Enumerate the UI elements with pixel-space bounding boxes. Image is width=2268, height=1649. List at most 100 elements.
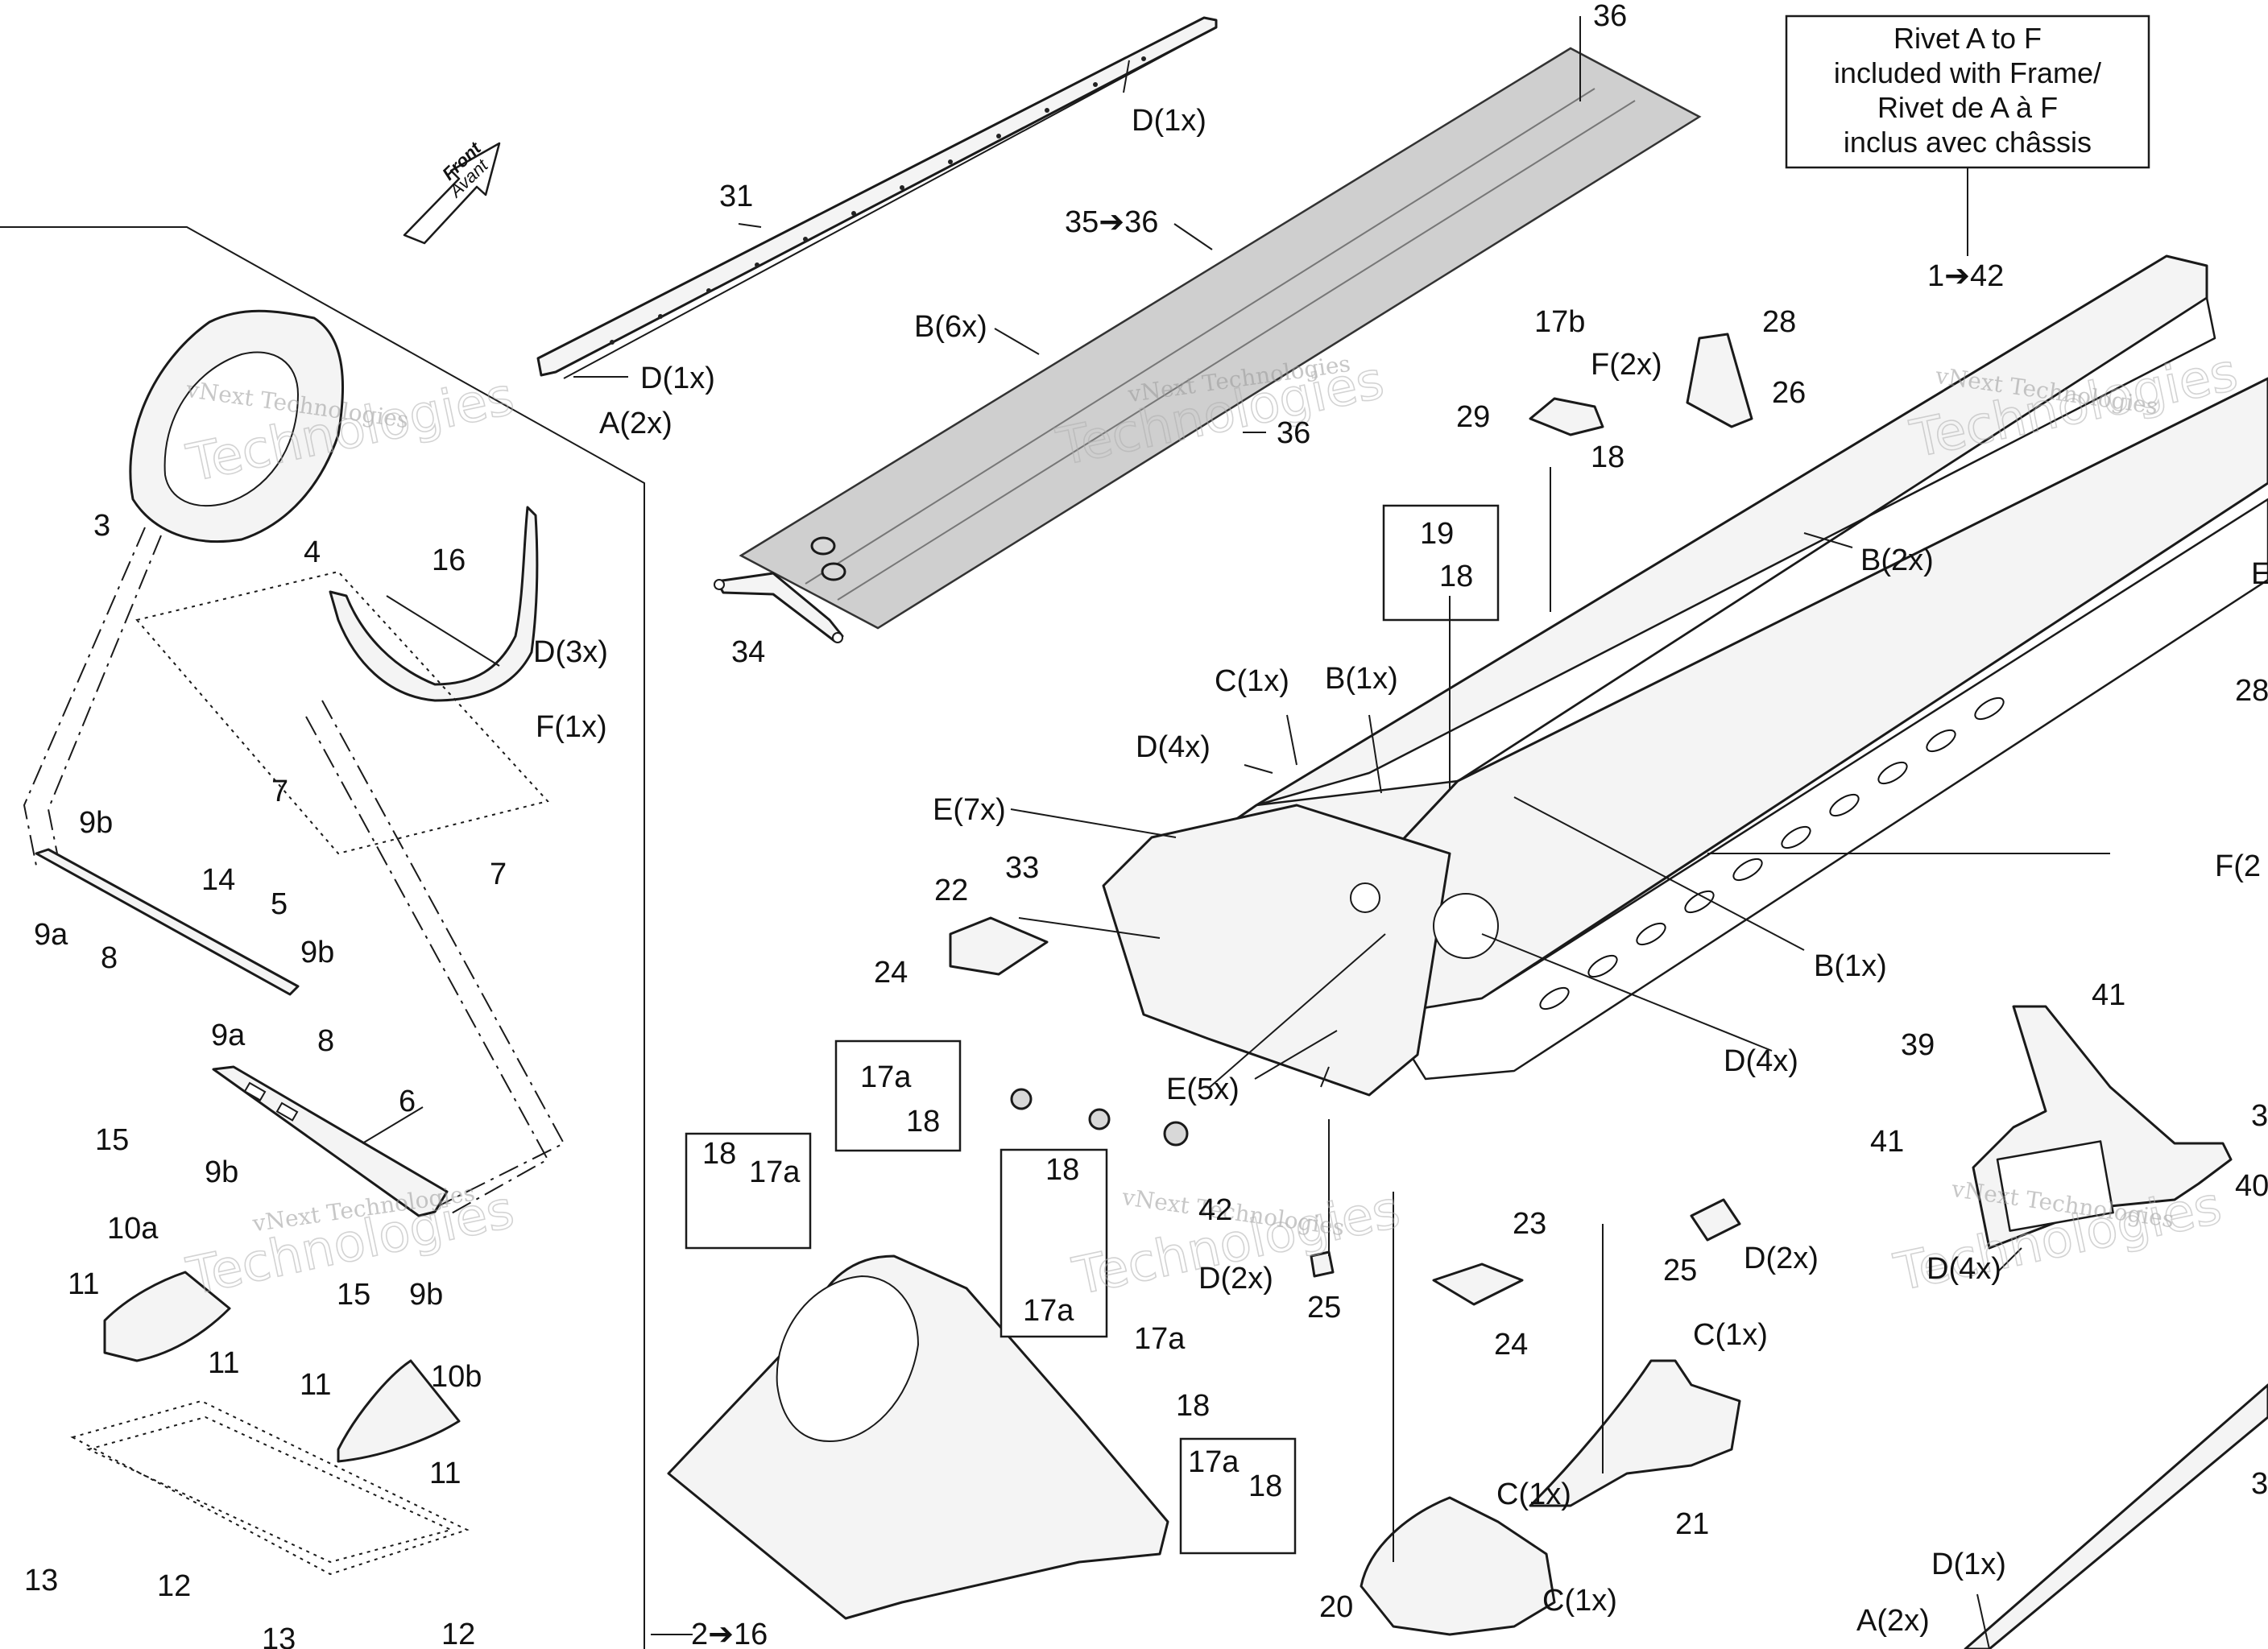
part-42-grommets — [1010, 1088, 1189, 1147]
label-26: 26 — [1772, 376, 1806, 410]
label-17a-e: 17a — [1188, 1445, 1240, 1479]
label-41-b: 41 — [1870, 1125, 1904, 1159]
label-28-a: 28 — [1762, 305, 1796, 339]
label-16: 16 — [432, 543, 466, 577]
label-21: 21 — [1675, 1507, 1709, 1541]
label-d2x-b: D(2x) — [1744, 1242, 1819, 1275]
label-31: 31 — [719, 180, 753, 213]
label-c1x-d: C(1x) — [1542, 1584, 1617, 1618]
rivet-note-box: Rivet A to F included with Frame/ Rivet … — [1785, 14, 2150, 256]
label-d4x-a: D(4x) — [1136, 730, 1211, 764]
label-13-a: 13 — [24, 1564, 58, 1597]
label-d1x-top: D(1x) — [1132, 104, 1206, 138]
label-17b: 17b — [1534, 305, 1585, 339]
label-9a-b: 9a — [211, 1019, 246, 1052]
part-34-bracket — [714, 572, 844, 643]
part-3-front-frame — [129, 309, 345, 543]
part-10b-bracket — [337, 1359, 461, 1463]
label-40: 40 — [2235, 1169, 2268, 1203]
label-11-b: 11 — [208, 1346, 239, 1380]
part-2-lower-frame — [667, 1254, 1169, 1620]
label-14: 14 — [201, 863, 235, 897]
part-35-tunnel-cover — [739, 47, 1702, 630]
label-24-b: 24 — [1494, 1328, 1528, 1362]
label-19: 19 — [1420, 517, 1454, 551]
detail-box-17a-18-d — [1179, 1437, 1297, 1555]
label-3: 3 — [93, 509, 110, 543]
label-13-b: 13 — [262, 1622, 296, 1649]
part-25-plate — [1310, 1198, 1741, 1278]
right-lower-rail — [1964, 1383, 2268, 1649]
label-12-b: 12 — [441, 1618, 475, 1649]
note-line-3: Rivet de A à F — [1877, 91, 2058, 124]
label-25-a: 25 — [1307, 1291, 1341, 1325]
part-4-u-bracket — [329, 506, 539, 702]
label-8-b: 8 — [317, 1024, 334, 1058]
label-36-mid: 36 — [1277, 416, 1310, 450]
label-9b-c: 9b — [205, 1155, 238, 1189]
label-5: 5 — [271, 887, 288, 921]
label-e-edge: E — [2251, 557, 2268, 591]
label-c1x-c: C(1x) — [1496, 1477, 1571, 1511]
label-15-b: 15 — [337, 1278, 370, 1312]
label-22: 22 — [934, 874, 968, 907]
label-3-edge-2: 3 — [2251, 1467, 2268, 1501]
label-7-b: 7 — [490, 858, 507, 891]
label-a2x-top: A(2x) — [599, 407, 673, 440]
note-line-1: Rivet A to F — [1893, 22, 2042, 55]
part-40-bracket-assembly — [1972, 1005, 2233, 1250]
label-29: 29 — [1456, 400, 1490, 434]
label-b1x-a: B(1x) — [1325, 662, 1398, 696]
label-42: 42 — [1198, 1193, 1232, 1227]
detail-box-17a-18-a — [834, 1039, 962, 1152]
label-9a-a: 9a — [34, 918, 68, 952]
label-f2x-a: F(2x) — [1591, 348, 1662, 382]
detail-box-19-18 — [1382, 504, 1500, 622]
label-17a-d: 17a — [1134, 1322, 1186, 1356]
label-d1x-31: D(1x) — [640, 362, 715, 395]
label-1-42: 1➔42 — [1927, 259, 2004, 293]
label-35-36: 35➔36 — [1065, 205, 1158, 239]
label-18-g: 18 — [1248, 1469, 1282, 1503]
label-8-a: 8 — [101, 941, 118, 975]
label-23: 23 — [1513, 1207, 1546, 1241]
label-f2-edge: F(2 — [2215, 849, 2261, 883]
label-9b-a: 9b — [79, 806, 113, 840]
label-e5x: E(5x) — [1166, 1072, 1240, 1106]
label-10b: 10b — [431, 1360, 482, 1394]
label-d4x-b: D(4x) — [1724, 1044, 1798, 1078]
label-12-a: 12 — [157, 1569, 191, 1603]
label-18-b: 18 — [1439, 560, 1473, 593]
detail-box-18-17a-c — [999, 1148, 1108, 1338]
label-18-f: 18 — [1176, 1389, 1210, 1423]
part-31-rail — [536, 16, 1218, 379]
label-34: 34 — [731, 635, 765, 669]
label-24-a: 24 — [874, 956, 908, 990]
label-4: 4 — [304, 535, 321, 569]
label-36-top: 36 — [1593, 0, 1627, 33]
label-7-a: 7 — [271, 775, 288, 808]
label-c1x-a: C(1x) — [1215, 664, 1289, 698]
label-10a: 10a — [107, 1212, 159, 1246]
label-9b-d: 9b — [409, 1278, 443, 1312]
watermark-1: vNext Technologies Technologies — [181, 366, 519, 495]
part-22-bracket — [949, 916, 1049, 976]
label-18-e: 18 — [1045, 1153, 1079, 1187]
label-17a-c: 17a — [1023, 1294, 1074, 1328]
label-33: 33 — [1005, 851, 1039, 885]
label-f1x: F(1x) — [536, 710, 607, 744]
part-5-bar — [35, 848, 300, 996]
label-6: 6 — [399, 1085, 416, 1118]
front-direction-arrow: Front Avant — [403, 137, 501, 245]
label-17a-a: 17a — [860, 1060, 912, 1094]
part-26-bracket — [1686, 333, 1753, 428]
note-line-2: included with Frame/ — [1834, 56, 2101, 89]
label-28-b: 28 — [2235, 674, 2268, 708]
dashed-mounting-plate — [135, 570, 549, 855]
detail-box-18-17a-b — [685, 1132, 812, 1250]
callout-labels: 36 D(1x) 31 35➔36 B(6x) D(1x) A(2x) 36 3… — [24, 0, 2268, 1649]
label-d2x-a: D(2x) — [1198, 1262, 1273, 1296]
note-line-4: inclus avec châssis — [1844, 126, 2092, 159]
left-panel-border — [0, 226, 645, 1649]
